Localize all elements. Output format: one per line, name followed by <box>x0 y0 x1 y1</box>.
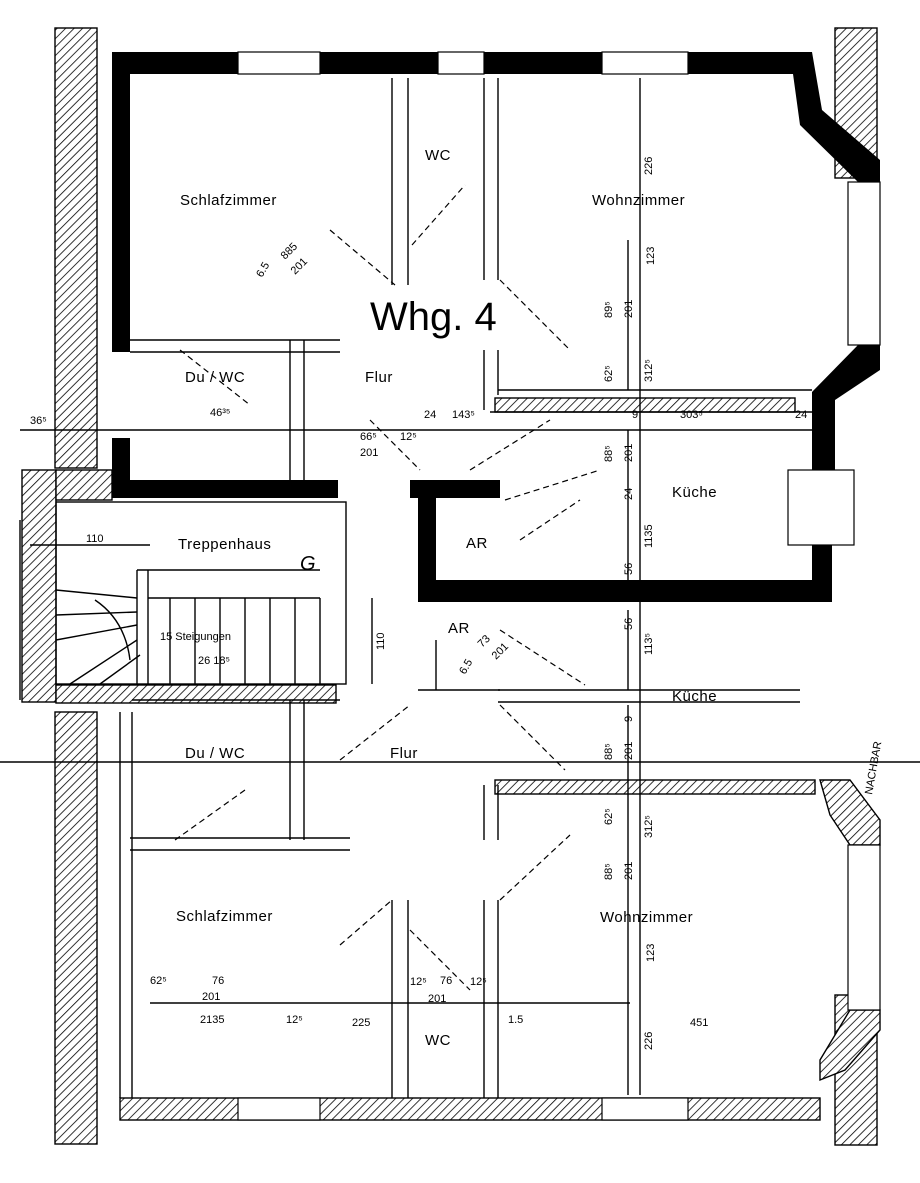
dim-201-b: 201 <box>360 447 378 459</box>
label-top-living: Wohnzimmer <box>592 192 685 209</box>
label-top-hall: Flur <box>365 369 393 386</box>
dimension-lines <box>0 78 920 1095</box>
dim-bed-201: 201 <box>289 256 310 277</box>
dim-226-top: 226 <box>643 157 655 175</box>
interior-walls <box>119 78 812 1098</box>
dim-225: 225 <box>352 1017 370 1029</box>
door-swings <box>174 184 601 991</box>
dim-9-b: 9 <box>623 716 635 722</box>
dim-56-b: 56 <box>623 618 635 630</box>
label-bottom-hall: Flur <box>390 745 418 762</box>
dim-12: 12⁵ <box>400 431 417 443</box>
dimension-labels: 226 123 89⁵ 201 62⁵ 312⁵ 36⁵ 46³⁵ 66⁵ 20… <box>30 157 884 1050</box>
dim-12-b3: 12⁵ <box>470 976 487 988</box>
dim-201-c: 201 <box>623 444 635 462</box>
label-bottom-wc: WC <box>425 1032 451 1049</box>
dim-56-a: 56 <box>623 563 635 575</box>
dim-226-bot: 226 <box>643 1032 655 1050</box>
dim-62-bl: 62⁵ <box>150 975 167 987</box>
dim-123-top: 123 <box>645 247 657 265</box>
dim-143: 143⁵ <box>452 409 475 421</box>
label-stairwell: Treppenhaus <box>178 536 271 553</box>
dim-88-bot2: 88⁵ <box>603 863 615 880</box>
dim-bed-65: 6.5 <box>254 260 272 279</box>
label-bottom-kitchen: Küche <box>672 688 717 705</box>
dim-451: 451 <box>690 1017 708 1029</box>
dim-9-a: 9 <box>632 409 638 421</box>
dim-303: 303⁵ <box>680 409 703 421</box>
dim-110-a: 110 <box>86 533 104 545</box>
dim-1135: 1135 <box>643 524 655 548</box>
dim-ar-73: 73 <box>476 633 493 650</box>
label-top-wc: WC <box>425 147 451 164</box>
dim-bed-885: 885 <box>279 241 300 262</box>
dim-2135: 2135 <box>200 1014 224 1026</box>
apartment-walls <box>112 52 880 602</box>
dim-463: 46³⁵ <box>210 407 230 419</box>
label-bottom-bedroom: Schlafzimmer <box>176 908 273 925</box>
staircase <box>55 501 347 685</box>
dim-312-bot: 312⁵ <box>643 815 655 838</box>
dim-62: 62⁵ <box>603 365 615 382</box>
dim-201-a: 201 <box>623 300 635 318</box>
dim-88-top: 88⁵ <box>603 445 615 462</box>
neighbor-label: NACHBAR <box>863 740 884 795</box>
dim-110-b: 110 <box>375 632 387 650</box>
dim-88-bot: 88⁵ <box>603 743 615 760</box>
dim-12-b2: 12⁵ <box>410 976 427 988</box>
label-top-storage: AR <box>466 535 488 552</box>
dim-76-b: 76 <box>440 975 452 987</box>
label-top-bath: Du / WC <box>185 369 245 386</box>
dim-24-c: 24 <box>623 488 635 500</box>
label-stairs-info: 15 Steigungen <box>160 631 231 643</box>
dim-ar-65: 6.5 <box>457 657 475 676</box>
dim-201-g: 201 <box>428 993 446 1005</box>
dim-312-top: 312⁵ <box>643 359 655 382</box>
dim-66: 66⁵ <box>360 431 377 443</box>
dim-36: 36⁵ <box>30 415 47 427</box>
dim-24-b: 24 <box>795 409 807 421</box>
label-bottom-storage: AR <box>448 620 470 637</box>
label-bottom-living: Wohnzimmer <box>600 909 693 926</box>
dim-62-bot: 62⁵ <box>603 808 615 825</box>
dim-24-a: 24 <box>424 409 436 421</box>
dim-89: 89⁵ <box>603 301 615 318</box>
label-stairs-dims: 26 18⁵ <box>198 655 230 667</box>
dim-76-a: 76 <box>212 975 224 987</box>
dim-123-bot: 123 <box>645 944 657 962</box>
label-stair-marker: G <box>300 553 316 575</box>
dim-ar-201: 201 <box>490 641 511 662</box>
dim-201-f: 201 <box>202 991 220 1003</box>
apartment-title: Whg. 4 <box>370 295 497 339</box>
dim-201-e: 201 <box>623 862 635 880</box>
room-labels: Whg. 4 Schlafzimmer WC Wohnzimmer Du / W… <box>160 147 717 1049</box>
dim-12-bot: 12⁵ <box>286 1014 303 1026</box>
dim-201-d: 201 <box>623 742 635 760</box>
dim-1135-b: 113⁵ <box>643 633 655 655</box>
label-top-kitchen: Küche <box>672 484 717 501</box>
label-bottom-bath: Du / WC <box>185 745 245 762</box>
label-top-bedroom: Schlafzimmer <box>180 192 277 209</box>
dim-1-5: 1.5 <box>508 1014 523 1026</box>
windows <box>237 51 881 1121</box>
